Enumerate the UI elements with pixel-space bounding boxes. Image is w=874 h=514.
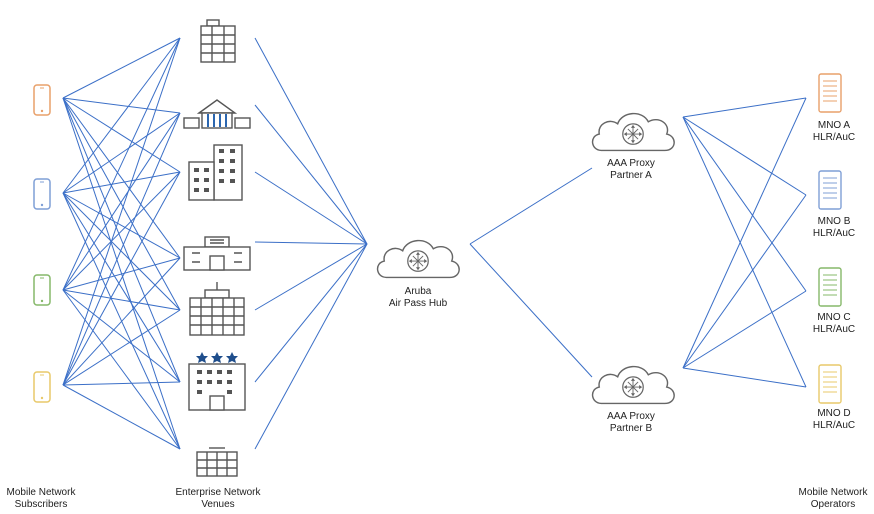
venue-hub-link	[254, 241, 368, 245]
connection-lines	[62, 37, 807, 450]
proxy-b-label-line2: Partner B	[610, 423, 653, 434]
phone-orange-icon	[33, 84, 51, 116]
subscriber-venue-link	[62, 37, 181, 386]
proxy-a-label-line2: Partner A	[610, 170, 652, 181]
venue-hub-link	[254, 171, 368, 245]
subscriber-venue-link	[62, 112, 181, 194]
hub-cloud-icon	[376, 239, 460, 279]
venue-hub-link	[254, 243, 368, 450]
proxy-a-mno-link	[682, 97, 807, 118]
proxy-a-mno-link	[682, 116, 807, 388]
venues-caption-line1: Enterprise Network	[175, 487, 261, 498]
operators-caption-line1: Mobile Network	[799, 487, 869, 498]
proxy-a-mno-link	[682, 116, 807, 196]
subscriber-venue-link	[62, 171, 181, 194]
subscriber-venue-link	[62, 97, 181, 259]
proxy-b-label-line1: AAA Proxy	[607, 411, 655, 422]
mno-a-label: MNO A	[818, 120, 851, 131]
subscriber-venue-link	[62, 289, 181, 450]
subscriber-venue-link	[62, 97, 181, 173]
venue-hub-link	[254, 243, 368, 383]
apartment-building-icon	[188, 144, 243, 201]
subscriber-phones	[33, 84, 51, 403]
proxy-b-mno-link	[682, 290, 807, 369]
subscribers-caption-line1: Mobile Network	[7, 487, 77, 498]
venue-hub-link	[254, 243, 368, 311]
mno-c-label: MNO C	[817, 312, 850, 323]
subscriber-venue-link	[62, 37, 181, 291]
subscriber-venue-link	[62, 171, 181, 291]
venue-icons	[183, 19, 251, 477]
hospital-icon	[183, 236, 251, 271]
subscribers-caption-line2: Subscribers	[15, 499, 68, 510]
subscriber-venue-link	[62, 192, 181, 311]
operator-servers	[818, 73, 842, 404]
office-tower-icon	[200, 19, 236, 63]
subscriber-venue-link	[62, 97, 181, 311]
proxy-a-mno-link	[682, 116, 807, 292]
subscriber-venue-link	[62, 37, 181, 194]
mno-d-label: MNO D	[817, 408, 850, 419]
column-captions: Mobile Network Subscribers Enterprise Ne…	[7, 487, 869, 510]
venues-caption-line2: Venues	[201, 499, 234, 510]
hub-label-line2: Air Pass Hub	[389, 298, 448, 309]
proxy-b-label: AAA Proxy Partner B	[607, 411, 655, 434]
subscriber-venue-link	[62, 97, 181, 114]
hub-proxy-b-link	[469, 243, 593, 378]
subscriber-venue-link	[62, 289, 181, 311]
subscriber-venue-link	[62, 257, 181, 291]
proxy-b-mno-link	[682, 97, 807, 369]
server-green-icon	[818, 267, 842, 307]
proxy-a-cloud-icon	[591, 112, 675, 152]
hub-label: Aruba Air Pass Hub	[389, 286, 448, 309]
mno-a-sublabel: HLR/AuC	[813, 132, 855, 143]
phone-yellow-icon	[33, 371, 51, 403]
proxy-a-label-line1: AAA Proxy	[607, 158, 655, 169]
subscriber-venue-link	[62, 192, 181, 383]
proxy-a-label: AAA Proxy Partner A	[607, 158, 655, 181]
mno-c-sublabel: HLR/AuC	[813, 324, 855, 335]
hub-proxy-a-link	[469, 167, 593, 245]
phone-blue-icon	[33, 178, 51, 210]
mno-d-sublabel: HLR/AuC	[813, 420, 855, 431]
subscriber-venue-link	[62, 37, 181, 99]
operator-labels: MNO A HLR/AuC MNO B HLR/AuC MNO C HLR/Au…	[813, 120, 855, 431]
mno-b-label: MNO B	[818, 216, 851, 227]
subscriber-venue-link	[62, 97, 181, 383]
proxy-b-mno-link	[682, 367, 807, 388]
mno-b-sublabel: HLR/AuC	[813, 228, 855, 239]
hotel-icon	[188, 352, 246, 411]
operators-caption-line2: Operators	[811, 499, 855, 510]
subscriber-venue-link	[62, 192, 181, 259]
warehouse-icon	[196, 447, 238, 477]
subscriber-venue-link	[62, 171, 181, 386]
proxy-b-mno-link	[682, 194, 807, 369]
phone-green-icon	[33, 274, 51, 306]
campus-building-icon	[189, 282, 245, 336]
subscriber-venue-link	[62, 289, 181, 383]
server-orange-icon	[818, 73, 842, 113]
bank-icon	[183, 99, 251, 129]
server-yellow-icon	[818, 364, 842, 404]
subscriber-venue-link	[62, 381, 181, 386]
subscriber-venue-link	[62, 112, 181, 386]
subscriber-venue-link	[62, 384, 181, 450]
server-blue-icon	[818, 170, 842, 210]
subscriber-venue-link	[62, 309, 181, 386]
subscriber-venue-link	[62, 112, 181, 291]
proxy-b-cloud-icon	[591, 365, 675, 405]
hub-label-line1: Aruba	[405, 286, 432, 297]
venue-hub-link	[254, 104, 368, 245]
subscriber-venue-link	[62, 257, 181, 386]
venue-hub-link	[254, 37, 368, 245]
